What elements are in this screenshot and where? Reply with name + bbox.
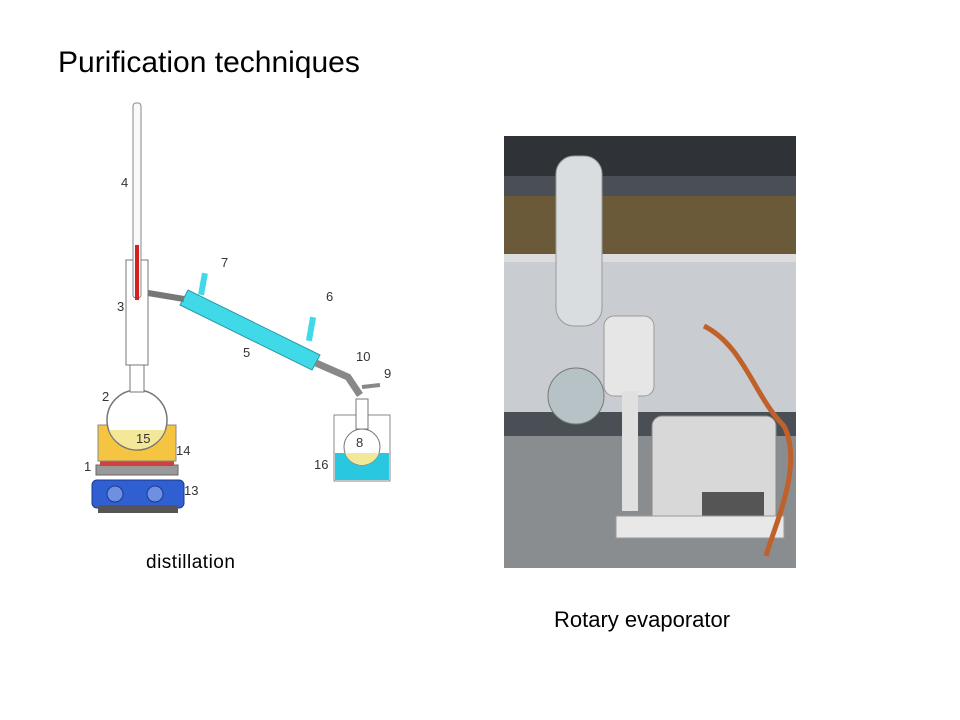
label-2: 2 (102, 389, 109, 404)
flask-liquid (109, 430, 165, 450)
tubing (702, 323, 794, 557)
condenser (179, 289, 321, 371)
heating-plate (95, 464, 179, 476)
hotplate-knob-11 (106, 485, 124, 503)
label-16: 16 (314, 457, 328, 472)
vacuum-outlet (361, 383, 381, 389)
label-14: 14 (176, 443, 190, 458)
rotavap-motor (603, 315, 655, 397)
condenser-inlet (198, 272, 208, 296)
hot-strip (100, 461, 174, 466)
label-13: 13 (184, 483, 198, 498)
shelf (504, 254, 796, 262)
hotplate (91, 479, 185, 509)
condenser-outlet (305, 316, 317, 342)
rotavap-stand (622, 391, 638, 511)
distillation-caption: distillation (146, 552, 236, 573)
rotary-evaporator-photo (504, 136, 796, 568)
label-4: 4 (121, 175, 128, 190)
shelf-bottles (504, 196, 796, 256)
label-10: 10 (356, 349, 370, 364)
side-arm (147, 290, 185, 302)
vacuum-adapter (314, 359, 363, 397)
ceiling (504, 136, 796, 176)
evaporating-flask (547, 367, 605, 425)
label-9: 9 (384, 366, 391, 381)
distillation-diagram: 1 2 3 4 5 6 7 8 9 10 13 14 15 16 (84, 102, 391, 513)
label-8: 8 (356, 435, 363, 450)
distillate (345, 453, 379, 466)
rotary-evaporator-caption: Rotary evaporator (554, 607, 731, 632)
label-1: 1 (84, 459, 91, 474)
hotplate-base (98, 505, 178, 513)
label-7: 7 (221, 255, 228, 270)
bath-control-panel (702, 492, 764, 516)
hotplate-knob-12 (146, 485, 164, 503)
receiving-flask-neck (355, 398, 369, 430)
thermometer-mercury (135, 245, 139, 300)
label-15: 15 (136, 431, 150, 446)
label-6: 6 (326, 289, 333, 304)
label-5: 5 (243, 345, 250, 360)
base-plate (615, 515, 785, 539)
page-title: Purification techniques (58, 46, 360, 79)
label-3: 3 (117, 299, 124, 314)
condenser-column (555, 155, 603, 327)
